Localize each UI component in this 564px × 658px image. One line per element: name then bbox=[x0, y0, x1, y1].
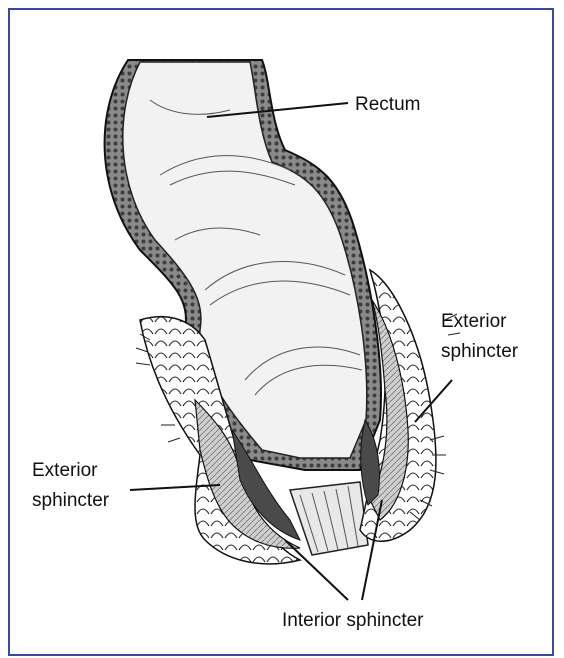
label-exterior-sphincter-right-line1: Exterior bbox=[441, 311, 506, 333]
label-rectum: Rectum bbox=[355, 94, 420, 116]
right-interior-sphincter bbox=[361, 420, 380, 505]
label-exterior-sphincter-left-line1: Exterior bbox=[32, 460, 97, 482]
anal-canal bbox=[290, 482, 368, 555]
label-exterior-sphincter-left-line2: sphincter bbox=[32, 490, 109, 512]
label-exterior-sphincter-right-line2: sphincter bbox=[441, 341, 518, 363]
label-interior-sphincter: Interior sphincter bbox=[282, 610, 424, 632]
